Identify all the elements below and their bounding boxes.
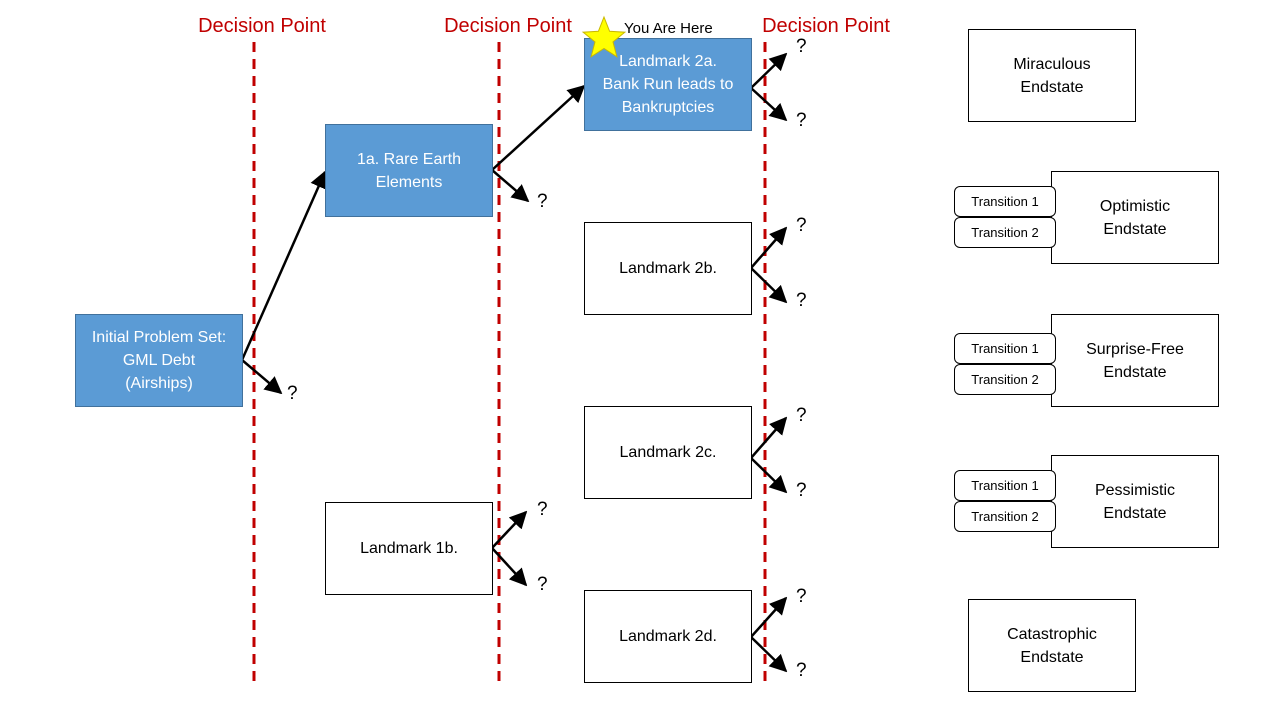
arrow-2d-up — [750, 596, 788, 638]
endstate-catastrophic: Catastrophic Endstate — [968, 599, 1136, 692]
question-mark-initial: ? — [287, 383, 298, 404]
endstate-surprise-free: Surprise-Free Endstate — [1051, 314, 1219, 407]
endstate-optimistic: Optimistic Endstate — [1051, 171, 1219, 264]
node-landmark-1a: 1a. Rare Earth Elements — [325, 124, 493, 217]
arrow-1a-to-2a — [491, 84, 586, 171]
transition-optimistic-2: Transition 2 — [954, 217, 1056, 248]
decision-point-label-3: Decision Point — [762, 15, 890, 37]
arrow-2b-up — [750, 226, 788, 269]
transition-optimistic-1: Transition 1 — [954, 186, 1056, 217]
question-mark-1b-up: ? — [537, 499, 548, 520]
decision-point-label-1: Decision Point — [198, 15, 326, 37]
transition-pessimistic-1: Transition 1 — [954, 470, 1056, 501]
node-landmark-2a: Landmark 2a. Bank Run leads to Bankruptc… — [584, 38, 752, 131]
question-mark-2c-up: ? — [796, 405, 807, 426]
arrow-2d-down — [750, 636, 788, 673]
arrow-1b-down — [491, 547, 528, 587]
question-mark-2d-down: ? — [796, 660, 807, 681]
arrow-1a-to-q — [491, 169, 530, 203]
question-mark-1a: ? — [537, 191, 548, 212]
arrow-1b-up — [491, 510, 528, 549]
question-mark-2b-down: ? — [796, 290, 807, 311]
transition-pessimistic-2: Transition 2 — [954, 501, 1056, 532]
question-mark-2c-down: ? — [796, 480, 807, 501]
arrow-2b-down — [750, 267, 788, 304]
endstate-miraculous: Miraculous Endstate — [968, 29, 1136, 122]
node-landmark-2b: Landmark 2b. — [584, 222, 752, 315]
transition-surprise-free-1: Transition 1 — [954, 333, 1056, 364]
question-mark-2a-down: ? — [796, 110, 807, 131]
arrow-2a-up — [750, 52, 788, 89]
transition-surprise-free-2: Transition 2 — [954, 364, 1056, 395]
node-landmark-2c: Landmark 2c. — [584, 406, 752, 499]
arrow-initial-to-1a — [240, 170, 327, 361]
question-mark-2d-up: ? — [796, 586, 807, 607]
you-are-here-label: You Are Here — [624, 20, 713, 37]
arrow-2c-up — [750, 416, 788, 459]
node-landmark-1b: Landmark 1b. — [325, 502, 493, 595]
endstate-pessimistic: Pessimistic Endstate — [1051, 455, 1219, 548]
arrow-initial-to-q — [241, 359, 283, 395]
node-landmark-2d: Landmark 2d. — [584, 590, 752, 683]
node-initial-problem-set: Initial Problem Set: GML Debt (Airships) — [75, 314, 243, 407]
question-mark-1b-down: ? — [537, 574, 548, 595]
arrow-2a-down — [750, 87, 788, 122]
arrow-2c-down — [750, 457, 788, 494]
question-mark-2a-up: ? — [796, 36, 807, 57]
decision-point-label-2: Decision Point — [444, 15, 572, 37]
question-mark-2b-up: ? — [796, 215, 807, 236]
